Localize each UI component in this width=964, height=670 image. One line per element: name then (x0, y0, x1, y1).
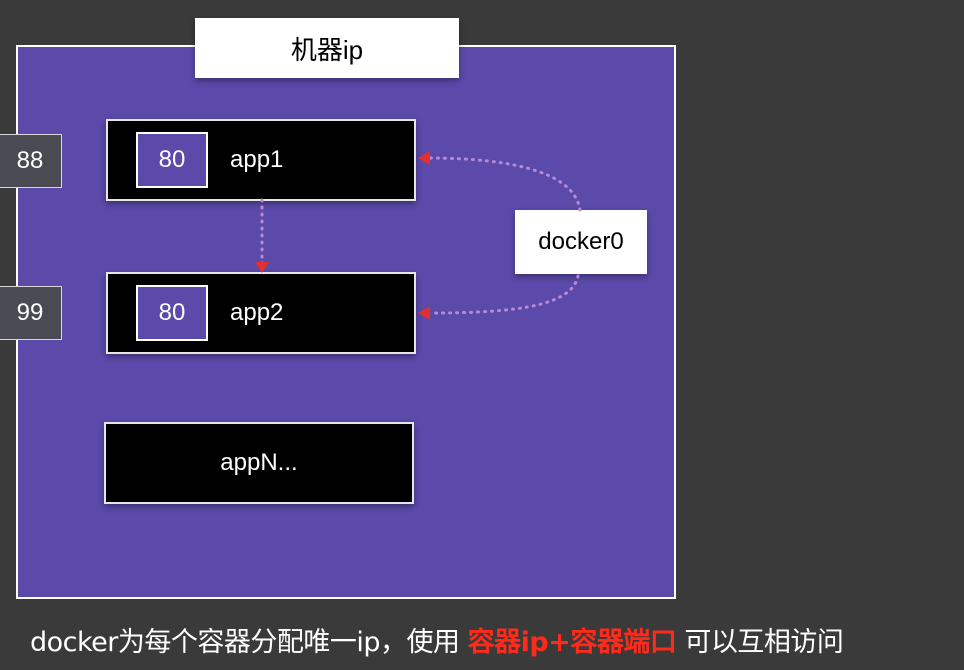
container-app2: 80 app2 (106, 272, 416, 354)
caption: docker为每个容器分配唯一ip，使用 容器ip+容器端口 可以互相访问 (30, 620, 844, 659)
host-port-88: 88 (0, 134, 62, 188)
container-port-app2: 80 (136, 285, 208, 341)
container-name-app2: app2 (230, 299, 284, 326)
host-port-99: 99 (0, 286, 62, 340)
container-appN: appN... (104, 422, 414, 504)
caption-highlight: 容器ip+容器端口 (467, 627, 677, 658)
caption-suffix: 可以互相访问 (676, 627, 844, 658)
container-name-app1: app1 (230, 146, 284, 173)
container-port-app1: 80 (136, 132, 208, 188)
docker0-bridge: docker0 (515, 210, 647, 274)
caption-prefix: docker为每个容器分配唯一ip，使用 (30, 627, 468, 658)
container-app1: 80 app1 (106, 119, 416, 201)
host-machine-label: 机器ip (195, 18, 459, 78)
